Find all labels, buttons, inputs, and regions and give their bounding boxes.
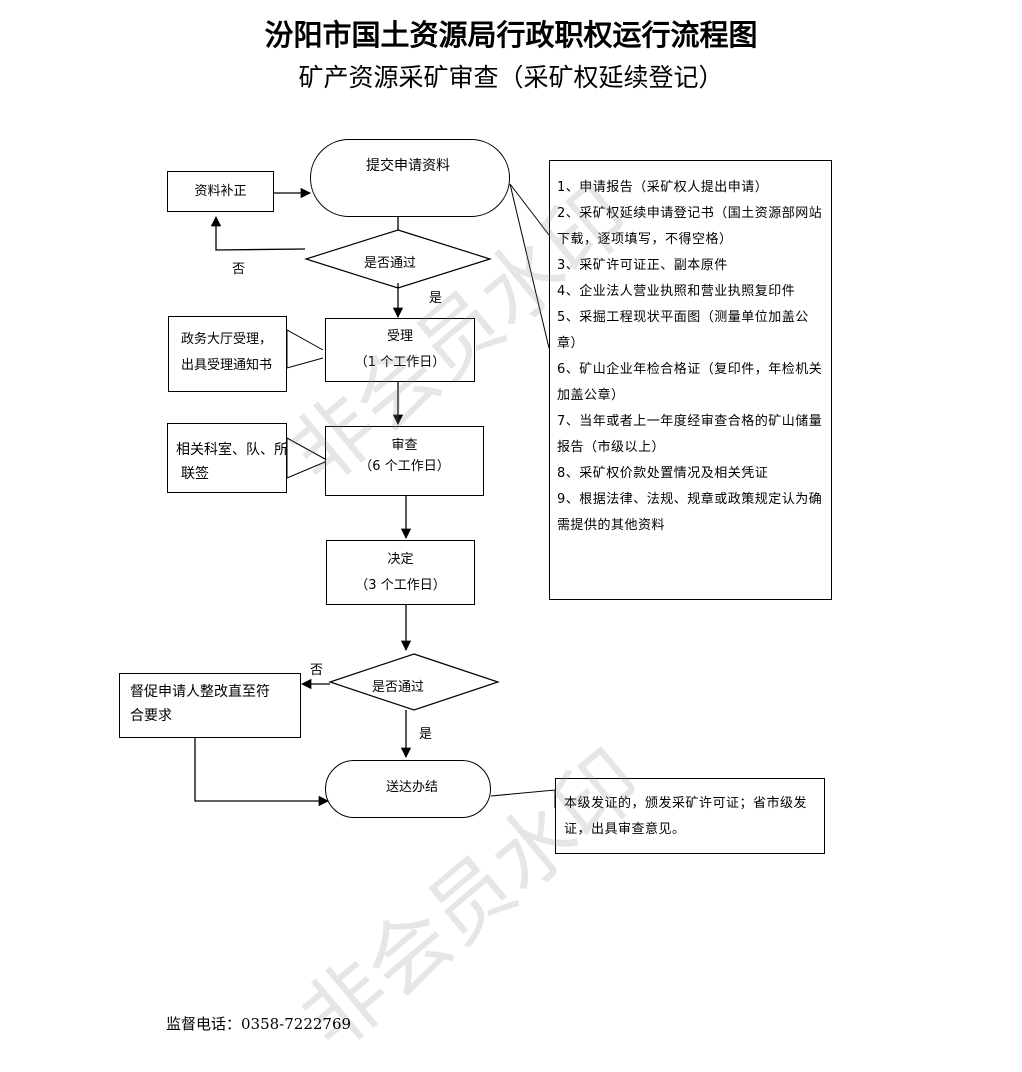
check2-label: 是否通过 xyxy=(372,680,425,695)
rectify-line2: 合要求 xyxy=(130,708,172,724)
requirement-item: 8、采矿权价款处置情况及相关凭证 xyxy=(557,466,769,481)
requirement-item: 6、矿山企业年检合格证（复印件，年检机关加盖公章） xyxy=(557,362,823,403)
finish-label: 送达办结 xyxy=(386,780,439,795)
decide-box: 决定 （3 个工作日） xyxy=(326,540,475,605)
accept-label: 受理 xyxy=(386,329,413,344)
page-title: 汾阳市国土资源局行政职权运行流程图 xyxy=(264,18,758,52)
decide-label: 决定 xyxy=(387,551,414,567)
callout-requirements-bottom xyxy=(509,183,550,349)
requirement-item: 7、当年或者上一年度经审查合格的矿山储量报告（市级以上） xyxy=(557,414,823,455)
flow-connectors xyxy=(194,183,556,808)
decision-diamond-2 xyxy=(328,653,500,711)
page-subtitle: 矿产资源采矿审查（采矿权延续登记） xyxy=(298,63,724,92)
check1-label: 是否通过 xyxy=(364,256,417,271)
sign-line2: 联签 xyxy=(181,466,209,482)
check1-no-label: 否 xyxy=(232,262,246,277)
callout-sign xyxy=(286,437,326,479)
callout-requirements-top xyxy=(509,183,550,236)
arrow-rectify-to-finish xyxy=(194,737,330,807)
hall-line2: 出具受理通知书 xyxy=(181,358,273,373)
requirement-item: 4、企业法人营业执照和营业执照复印件 xyxy=(557,284,796,299)
supplement-box: 资料补正 xyxy=(167,171,274,212)
arrow-check1-to-supplement xyxy=(210,215,306,251)
supplement-label: 资料补正 xyxy=(194,183,247,199)
sign-box: 相关科室、队、所 联签 xyxy=(167,423,288,493)
rectify-box: 督促申请人整改直至符 合要求 xyxy=(119,673,301,738)
requirement-item: 5、采掘工程现状平面图（测量单位加盖公章） xyxy=(557,310,809,351)
callout-hall xyxy=(286,329,324,369)
supervision-phone: 监督电话：0358-7222769 xyxy=(166,1015,352,1033)
check2-yes-label: 是 xyxy=(419,727,433,742)
callout-issue-note xyxy=(490,789,556,808)
issue-note: 本级发证的，颁发采矿许可证；省市级发证，出具审查意见。 xyxy=(555,778,825,854)
check1-yes-label: 是 xyxy=(429,291,443,306)
requirements-list: 1、申请报告（采矿权人提出申请） 2、采矿权延续申请登记书（国土资源部网站下载，… xyxy=(549,160,832,600)
requirement-item: 9、根据法律、法规、规章或政策规定认为确需提供的其他资料 xyxy=(557,492,823,533)
check2-no-label: 否 xyxy=(310,663,324,678)
rectify-line1: 督促申请人整改直至符 xyxy=(130,684,270,700)
decide-days: （3 个工作日） xyxy=(355,577,446,593)
sign-line1: 相关科室、队、所 xyxy=(176,442,288,458)
requirement-item: 3、采矿许可证正、副本原件 xyxy=(557,258,728,273)
hall-line1: 政务大厅受理， xyxy=(181,332,273,347)
submit-node: 提交申请资料 xyxy=(310,139,510,217)
review-box: 审查 （6 个工作日） xyxy=(325,426,484,496)
requirement-item: 2、采矿权延续申请登记书（国土资源部网站下载，逐项填写，不得空格） xyxy=(557,206,823,247)
finish-node: 送达办结 xyxy=(325,760,491,818)
submit-label: 提交申请资料 xyxy=(366,158,450,174)
hall-box: 政务大厅受理， 出具受理通知书 xyxy=(168,316,287,392)
review-days: （6 个工作日） xyxy=(359,459,450,474)
accept-days: （1 个工作日） xyxy=(354,355,446,370)
review-label: 审查 xyxy=(391,438,418,453)
requirement-item: 1、申请报告（采矿权人提出申请） xyxy=(557,180,769,195)
accept-box: 受理 （1 个工作日） xyxy=(325,318,475,382)
